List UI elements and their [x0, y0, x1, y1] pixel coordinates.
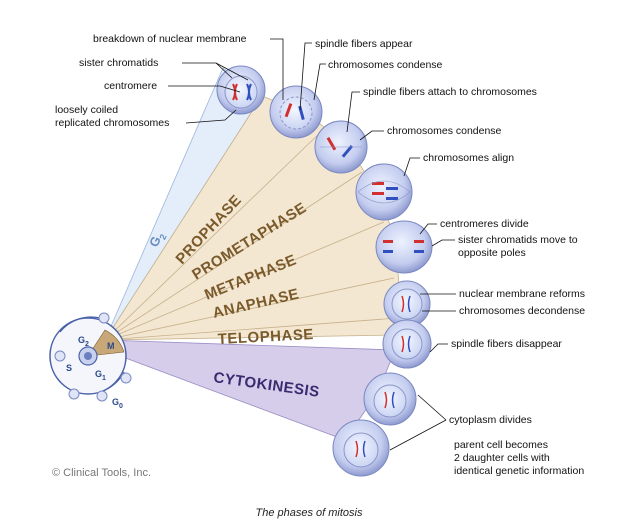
label-parent-cell-becomes: parent cell becomes — [454, 439, 548, 451]
copyright-notice: © Clinical Tools, Inc. — [52, 467, 151, 479]
label-cytoplasm-divides: cytoplasm divides — [449, 414, 532, 426]
label-centromere: centromere — [104, 80, 157, 92]
cell-cycle-wheel: G2 M S G1 G0 — [49, 312, 132, 410]
label-spindle-fibers-disappear: spindle fibers disappear — [451, 338, 562, 350]
figure-caption: The phases of mitosis — [256, 507, 363, 519]
label-chromosomes-condense-2: chromosomes condense — [387, 125, 502, 137]
cell-anaphase — [375, 220, 433, 274]
label-sister-chromatids-move: sister chromatids move to — [458, 234, 578, 246]
g2-wedge-label: G2 — [146, 229, 169, 250]
label-chromosomes-condense-1: chromosomes condense — [328, 59, 443, 71]
cycle-g1-label: G1 — [95, 369, 106, 382]
phase-separators — [104, 127, 399, 341]
label-two-daughter-cells: 2 daughter cells with — [454, 452, 550, 464]
cycle-g2-label: G2 — [78, 335, 89, 348]
cycle-g0-label: G0 — [112, 397, 123, 410]
cell-daughter-2 — [332, 419, 390, 477]
label-chromosomes-align: chromosomes align — [423, 152, 514, 164]
label-identical-genetic-info: identical genetic information — [454, 465, 584, 477]
cell-daughter-1 — [363, 372, 417, 426]
cell-metaphase — [355, 163, 413, 221]
telophase-label: TELOPHASE — [217, 326, 314, 348]
label-chromosomes-decondense: chromosomes decondense — [459, 305, 585, 317]
label-nuclear-membrane-reforms: nuclear membrane reforms — [459, 288, 585, 300]
cycle-s-label: S — [66, 363, 72, 373]
label-loosely-coiled: loosely coiled — [55, 104, 118, 116]
label-breakdown-nuclear-membrane: breakdown of nuclear membrane — [93, 33, 247, 45]
label-centromeres-divide: centromeres divide — [440, 218, 529, 230]
label-replicated-chromosomes: replicated chromosomes — [55, 117, 169, 129]
leader-lines — [168, 38, 456, 451]
cycle-m-label: M — [107, 341, 115, 351]
cell-prometaphase — [314, 120, 368, 174]
label-opposite-poles: opposite poles — [458, 247, 526, 259]
cell-prophase — [269, 85, 323, 139]
cell-g2 — [216, 65, 266, 115]
label-sister-chromatids: sister chromatids — [79, 57, 158, 69]
label-spindle-fibers-attach: spindle fibers attach to chromosomes — [363, 86, 537, 98]
cell-telophase — [382, 280, 432, 369]
label-spindle-fibers-appear: spindle fibers appear — [315, 38, 413, 50]
